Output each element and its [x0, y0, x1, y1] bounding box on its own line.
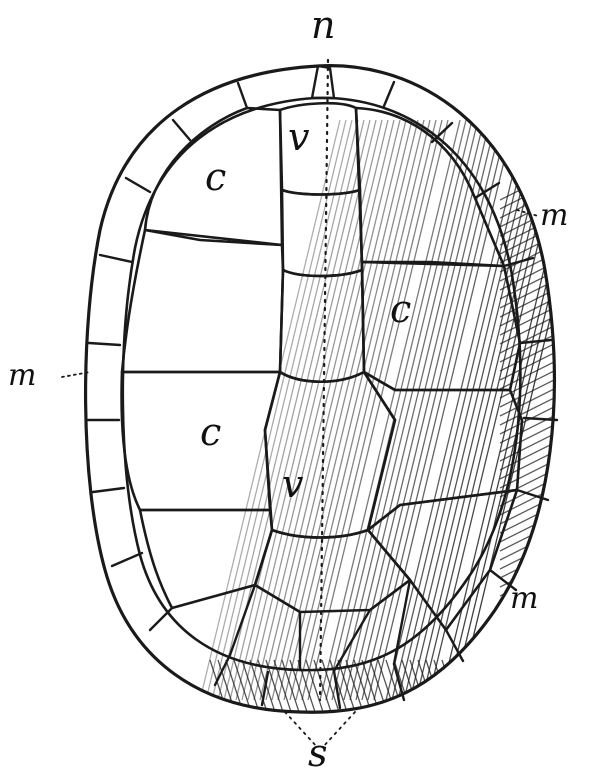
label-vertebral-lower: v: [282, 462, 304, 506]
label-supracaudal: s: [308, 731, 328, 769]
costal-scutes-right: [356, 108, 522, 630]
label-costal-right: c: [390, 287, 411, 331]
vertebral-scutes: [255, 103, 410, 612]
label-marginal-right-lower: m: [510, 581, 538, 616]
label-costal-upper-left: c: [205, 155, 226, 199]
label-costal-lower-left: c: [200, 410, 221, 454]
label-nuchal: n: [311, 3, 335, 47]
label-marginal-left: m: [8, 358, 36, 393]
label-marginal-right-upper: m: [540, 198, 568, 233]
label-vertebral-upper: v: [288, 115, 310, 159]
nuchal-scute: [312, 66, 334, 98]
marginal-ring-inner: [123, 98, 521, 670]
midline-suture: [320, 60, 328, 700]
